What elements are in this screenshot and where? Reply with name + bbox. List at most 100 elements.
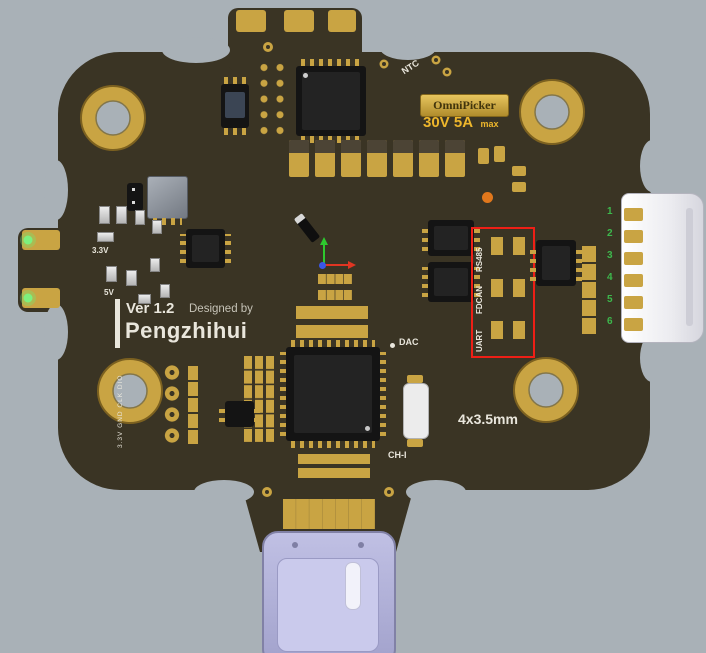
pin-number-1: 1 [607, 206, 613, 217]
pin-number-3: 3 [607, 250, 613, 261]
passive-component [138, 294, 151, 304]
left-tab-pads [20, 230, 60, 308]
axis-origin-dot [319, 262, 326, 269]
usb-solder-pads [283, 499, 375, 529]
usb-slot [345, 562, 361, 610]
capacitor [341, 140, 361, 177]
chip-body [225, 92, 245, 118]
rating-max: max [480, 119, 499, 129]
version-label: Ver 1.2 [126, 300, 175, 317]
rating-label: 30V 5A max [423, 114, 499, 132]
dac-testpoint [390, 343, 395, 348]
pin-number-5: 5 [607, 294, 613, 305]
ic-regulator [180, 229, 231, 268]
rating-value: 30V 5A [423, 114, 474, 131]
mcu-chip [280, 340, 386, 448]
pin-column [474, 225, 480, 251]
pin1-dot [365, 426, 370, 431]
pad-cluster [296, 306, 368, 338]
pin-dot [132, 201, 135, 204]
ic-small [219, 401, 260, 427]
ic-transceiver [530, 240, 582, 286]
passive-component [116, 206, 127, 224]
passive-component [152, 220, 162, 234]
pin-column [380, 352, 386, 436]
bus-label-fdcan: FDCAN [475, 286, 484, 314]
chip-body [434, 226, 468, 250]
transistor [127, 183, 143, 211]
pin-column [254, 406, 260, 422]
dac-label: DAC [399, 337, 419, 347]
axis-y-green [323, 243, 325, 266]
solder-pad [407, 375, 423, 383]
qfn-chip-top [422, 220, 480, 256]
metal-can-component [147, 176, 188, 225]
mounting-hole-bottom-left [97, 358, 163, 424]
capacitor [289, 140, 309, 177]
chip-body [542, 246, 570, 280]
pin-dot [132, 188, 135, 191]
pin-row [224, 77, 246, 84]
capacitor [445, 140, 465, 177]
mounting-hole-bottom-right [513, 357, 579, 423]
mounting-note: 4x3.5mm [458, 411, 518, 427]
usb-shell-dot-right [358, 542, 364, 548]
top-tab-pads [236, 10, 356, 32]
connector-pin [624, 208, 643, 221]
ic-top-center [296, 59, 366, 143]
connector-groove [686, 208, 693, 326]
brand-name: OmniPicker [433, 98, 496, 112]
connector-pin [624, 274, 643, 287]
pin-column [180, 234, 186, 263]
edge-notches [44, 36, 664, 504]
pin-row [291, 340, 375, 347]
bus-pads-fdcan [491, 279, 525, 297]
designed-by-label: Designed by [189, 303, 253, 315]
capacitor [419, 140, 439, 177]
pin-column [225, 234, 231, 263]
passive-component [160, 284, 170, 298]
ch1-label: CH-I [388, 450, 407, 460]
pin-column [576, 245, 582, 281]
chip-body [294, 355, 372, 433]
brand-plate: OmniPicker [420, 94, 509, 117]
pin-row [291, 441, 375, 448]
inductor-component [221, 77, 249, 135]
connector-pin [624, 318, 643, 331]
crystal-oscillator [403, 383, 429, 439]
pin-number-6: 6 [607, 316, 613, 327]
solder-pad [478, 148, 489, 164]
bus-highlight-box: RS485 FDCAN UART [471, 227, 535, 358]
debug-ring-pads [162, 362, 182, 446]
solder-pad [512, 166, 526, 176]
rail-3v3-label: 3.3V [92, 246, 109, 255]
pad-cluster [582, 246, 596, 334]
chip-body [192, 235, 219, 262]
chip-body [434, 268, 468, 296]
usb-cavity [277, 558, 379, 652]
pin1-dot [303, 73, 308, 78]
axis-x-red [325, 264, 349, 266]
pin-number-4: 4 [607, 272, 613, 283]
solder-pad [512, 182, 526, 192]
pin-column [219, 406, 225, 422]
mounting-hole-top-left [80, 85, 146, 151]
axis-y-arrow [320, 237, 328, 245]
pin-row [153, 218, 182, 225]
vias [262, 42, 452, 497]
bus-label-uart: UART [475, 329, 484, 352]
debug-header-label: 3.3V GND CLK DIO [117, 374, 124, 448]
capacitor [393, 140, 413, 177]
usb-c-connector [262, 531, 396, 653]
connector-pin [624, 230, 643, 243]
bus-pads-uart [491, 321, 525, 339]
bus-pads-rs485 [491, 237, 525, 255]
pin-column [422, 267, 428, 297]
mounting-hole-top-right [519, 79, 585, 145]
debug-square-pads [188, 366, 198, 444]
orange-marker [482, 192, 493, 203]
pad-cluster [298, 454, 370, 478]
pad-cluster [244, 356, 274, 442]
solder-pad [407, 439, 423, 447]
